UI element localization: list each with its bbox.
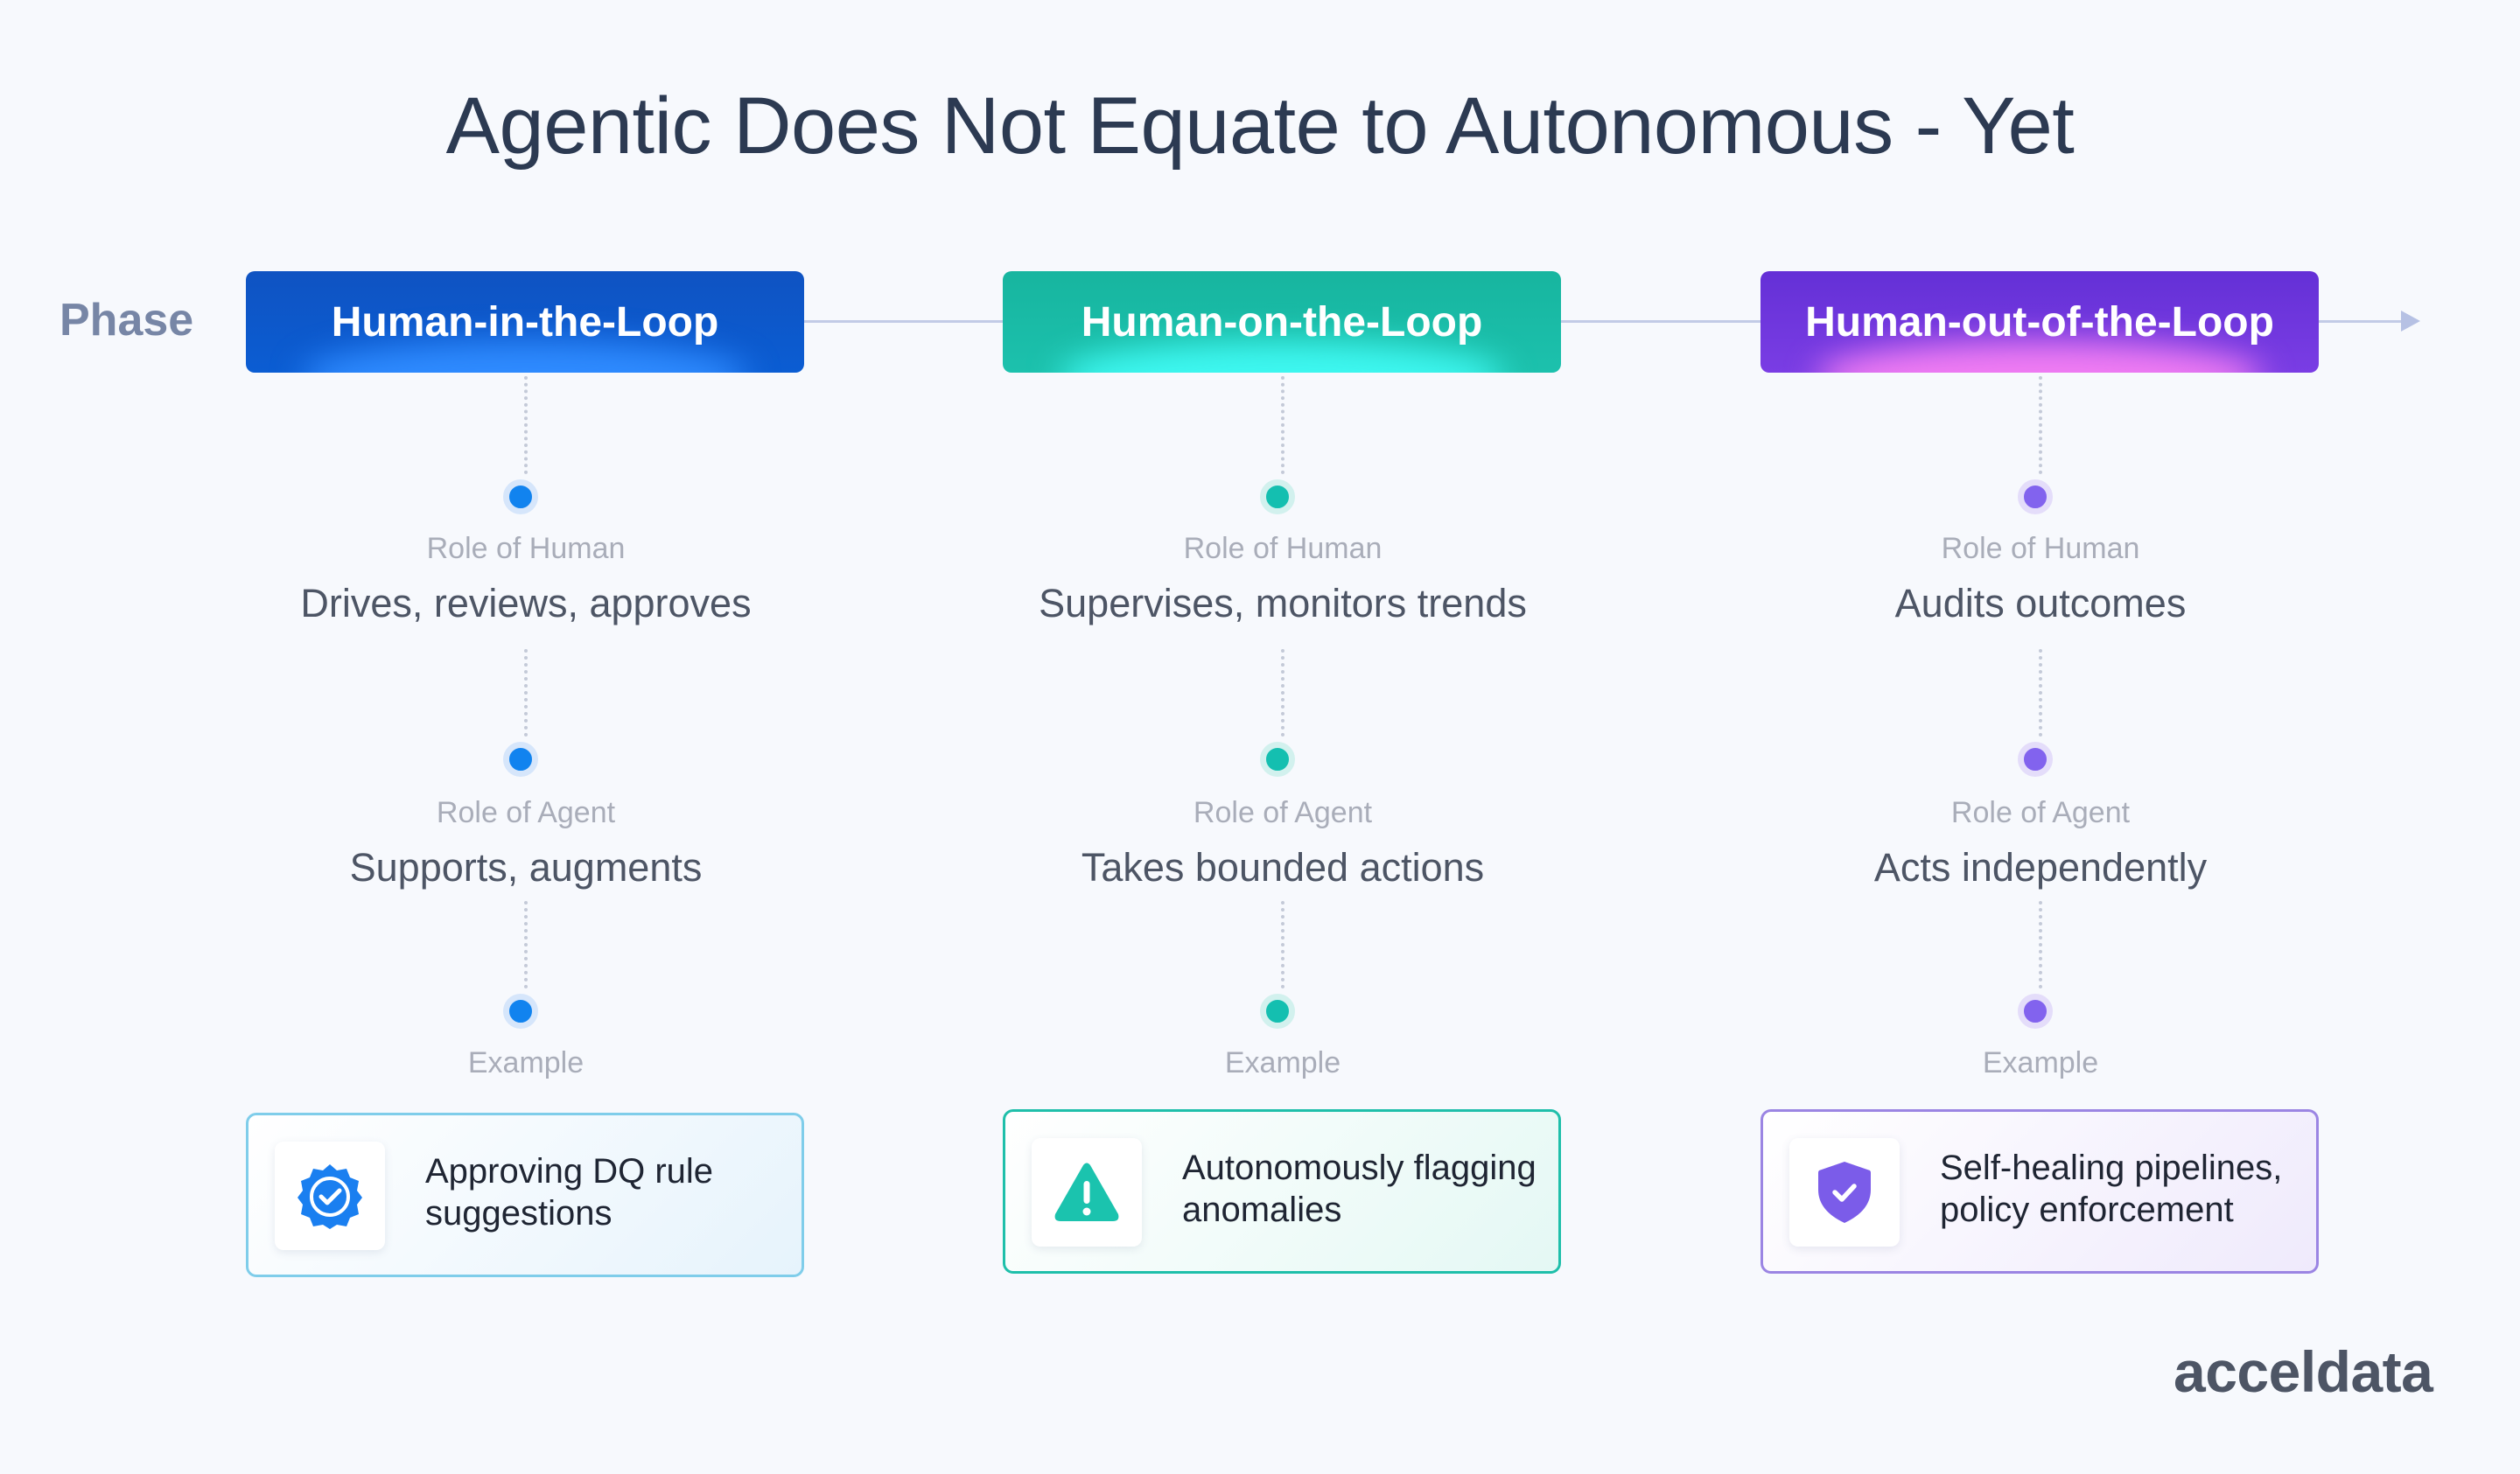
warning-triangle-icon	[1054, 1163, 1119, 1221]
timeline-dot	[1260, 742, 1295, 777]
connector-line	[2039, 376, 2042, 474]
example-icon-tile	[1789, 1138, 1900, 1247]
connector-line	[2039, 649, 2042, 737]
connector-line	[1281, 649, 1284, 737]
role-of-agent-caption: Role of Agent	[1950, 796, 2131, 829]
phase-header-human-in-the-loop: Human-in-the-Loop	[246, 271, 804, 373]
connector-line	[524, 901, 528, 988]
timeline-dot	[1260, 994, 1295, 1029]
phase-header-human-out-of-the-loop: Human-out-of-the-Loop	[1760, 271, 2319, 373]
phase-row-label: Phase	[60, 295, 194, 346]
acceldata-logo: acceldata	[2174, 1339, 2433, 1404]
connector-line	[1281, 376, 1284, 474]
phase-header-label: Human-out-of-the-Loop	[1805, 298, 2274, 346]
role-of-human-value: Audits outcomes	[1894, 581, 2187, 625]
example-icon-tile	[275, 1142, 385, 1250]
timeline-dot	[503, 479, 538, 514]
example-text: Self-healing pipelines, policy enforceme…	[1940, 1149, 2283, 1229]
phase-header-label: Human-on-the-Loop	[1081, 298, 1483, 346]
phase-header-human-on-the-loop: Human-on-the-Loop	[1003, 271, 1561, 373]
example-caption: Example	[1224, 1046, 1341, 1079]
timeline-dot	[503, 994, 538, 1029]
phase-column-human-in-the-loop: Human-in-the-Loop Role of Human Drives, …	[246, 0, 806, 1474]
example-card: Approving DQ rule suggestions	[246, 1113, 804, 1277]
page-title: Agentic Does Not Equate to Autonomous - …	[445, 81, 2075, 171]
role-of-human-caption: Role of Human	[426, 532, 626, 565]
example-card: Autonomously flagging anomalies	[1003, 1109, 1561, 1274]
example-caption: Example	[467, 1046, 584, 1079]
shield-check-icon	[1818, 1162, 1871, 1223]
role-of-human-value: Drives, reviews, approves	[300, 581, 752, 625]
example-text: Approving DQ rule suggestions	[425, 1152, 714, 1233]
verified-badge-icon	[298, 1164, 362, 1229]
example-card: Self-healing pipelines, policy enforceme…	[1760, 1109, 2319, 1274]
role-of-agent-caption: Role of Agent	[1193, 796, 1373, 829]
connector-line	[2039, 901, 2042, 988]
example-icon-tile	[1032, 1138, 1142, 1247]
role-of-agent-value: Takes bounded actions	[1081, 845, 1485, 890]
phase-header-label: Human-in-the-Loop	[331, 298, 719, 346]
example-caption: Example	[1982, 1046, 2099, 1079]
timeline-dot	[1260, 479, 1295, 514]
phase-column-human-on-the-loop: Human-on-the-Loop Role of Human Supervis…	[1003, 0, 1563, 1474]
role-of-agent-value: Supports, augments	[349, 845, 703, 890]
timeline-line	[770, 320, 2410, 323]
phase-column-human-out-of-the-loop: Human-out-of-the-Loop Role of Human Audi…	[1760, 0, 2320, 1474]
connector-line	[1281, 901, 1284, 988]
role-of-human-value: Supervises, monitors trends	[1039, 581, 1527, 625]
connector-line	[524, 649, 528, 737]
timeline-dot	[503, 742, 538, 777]
connector-line	[524, 376, 528, 474]
timeline-dot	[2018, 479, 2053, 514]
timeline-dot	[2018, 742, 2053, 777]
example-text: Autonomously flagging anomalies	[1182, 1149, 1536, 1229]
role-of-agent-value: Acts independently	[1873, 845, 2208, 890]
timeline-arrow-icon	[2401, 311, 2420, 332]
timeline-dot	[2018, 994, 2053, 1029]
role-of-human-caption: Role of Human	[1183, 532, 1382, 565]
role-of-agent-caption: Role of Agent	[436, 796, 616, 829]
role-of-human-caption: Role of Human	[1941, 532, 2140, 565]
